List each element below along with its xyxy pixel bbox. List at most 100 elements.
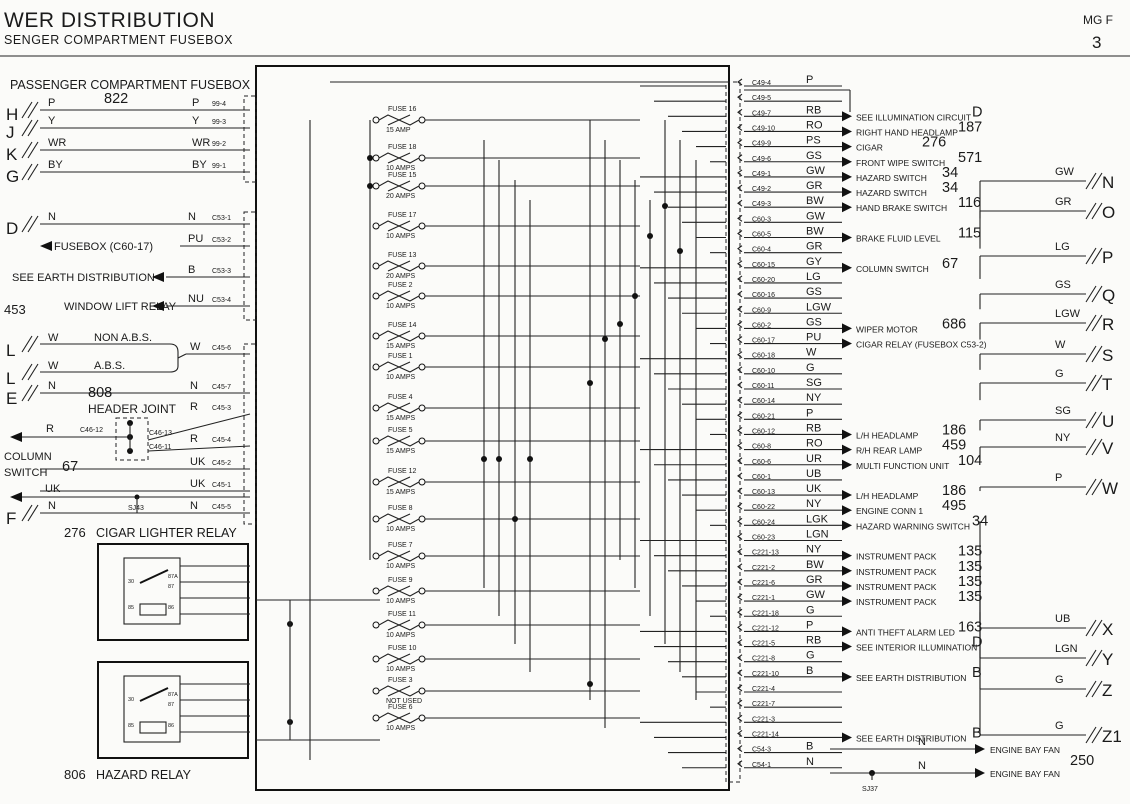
page-subtitle: SENGER COMPARTMENT FUSEBOX [4, 33, 233, 47]
header-joint-pin-2: C46-11 [149, 444, 172, 451]
pin-ref-25: 104 [958, 453, 982, 469]
pin-label-20: C60-11 [752, 383, 775, 390]
left-pin-1: 99-3 [212, 119, 226, 126]
left-color-3: BY [48, 159, 63, 171]
pin-color-10: BW [806, 226, 824, 238]
relay-1-pin-2: 87 [168, 702, 174, 708]
pin-dest-39: SEE EARTH DISTRIBUTION [856, 673, 966, 683]
fuse-10: FUSE 515 AMPS [372, 427, 640, 455]
c53-pin-1: C53-2 [212, 237, 231, 244]
fuse-name-0: FUSE 16 [388, 106, 417, 113]
far-color-11: LGN [1055, 643, 1078, 655]
far-conn-u: SGU [979, 405, 1114, 431]
pin-label-38: C221-8 [752, 656, 775, 663]
pin-dest-5: FRONT WIPE SWITCH [856, 158, 945, 168]
pin-ref-12: 67 [942, 256, 958, 272]
left-color-2: WR [48, 137, 66, 149]
far-color-6: G [1055, 368, 1064, 380]
abs-color-1: W [48, 360, 59, 372]
pin-dest-10: BRAKE FLUID LEVEL [856, 234, 941, 244]
left-conn-3: G [6, 167, 19, 186]
pin-dest-2: SEE ILLUMINATION CIRCUIT [856, 112, 971, 122]
pin-label-14: C60-16 [752, 292, 775, 299]
pin-label-17: C60-17 [752, 338, 775, 345]
c45-color-2: R [190, 401, 198, 413]
left-color-d: N [48, 211, 56, 223]
c53-label-3: WINDOW LIFT RELAY [64, 301, 177, 313]
c53-arrow-3 [152, 301, 164, 311]
pin-label-4: C49-9 [752, 141, 771, 148]
fuse-rating-0: 15 AMP [386, 127, 411, 134]
c45-color-1: N [190, 380, 198, 392]
pin-color-34: GW [806, 589, 826, 601]
fan-splice: SJ37 [862, 786, 878, 793]
far-conn-x: UBX [979, 521, 1113, 639]
pin-label-44: C54-3 [752, 747, 771, 754]
pin-ref-10: 115 [958, 226, 981, 242]
pin-dest-31: INSTRUMENT PACK [856, 552, 937, 562]
pin-ref-33: 135 [958, 574, 982, 590]
fuse-rating-15: 10 AMPS [386, 666, 416, 673]
left-color-e: N [48, 380, 56, 392]
pin-label-0: C49-4 [752, 80, 771, 87]
pin-ref-39: B [972, 665, 982, 681]
far-letter-12: Z [1102, 681, 1112, 700]
left-color-1: Y [48, 115, 56, 127]
header-joint-arrow [10, 432, 22, 442]
pin-label-35: C221-18 [752, 610, 779, 617]
pin-label-3: C49-10 [752, 125, 775, 132]
fuse-name-1: FUSE 18 [388, 144, 417, 151]
fuse-name-4: FUSE 13 [388, 252, 417, 259]
fuse-12: FUSE 810 AMPS [372, 505, 640, 533]
pin-label-33: C221-6 [752, 580, 775, 587]
pin-arrow-10 [842, 232, 852, 243]
pin-arrow-3 [842, 126, 852, 137]
pin-dest-23: L/H HEADLAMP [856, 430, 919, 440]
far-color-9: P [1055, 472, 1062, 484]
pin-label-24: C60-8 [752, 444, 771, 451]
pin-color-37: RB [806, 635, 821, 647]
pin-arrow-34 [842, 596, 852, 607]
pin-color-30: LGN [806, 529, 829, 541]
c45-pin-1: C45-7 [212, 384, 231, 391]
c53-pin-3: C53-4 [212, 297, 231, 304]
pin-ref-3: 187 [958, 119, 982, 135]
pin-color-38: G [806, 650, 815, 662]
column-switch-line1: COLUMN [4, 451, 52, 463]
far-color-7: SG [1055, 405, 1071, 417]
left-color-r-1: Y [192, 115, 200, 127]
pin-label-32: C221-2 [752, 565, 775, 572]
pin-label-37: C221-5 [752, 641, 775, 648]
c45-color-5: UK [190, 478, 206, 490]
pin-dest-28: ENGINE CONN 1 [856, 506, 923, 516]
pin-ref-5: 571 [958, 150, 982, 166]
pin-c221-8: C221-8 G [737, 650, 842, 663]
header-joint-out-pin: C46-12 [80, 427, 103, 434]
pin-label-11: C60-4 [752, 247, 771, 254]
pin-ref-37: D [972, 635, 982, 651]
far-color-10: UB [1055, 613, 1070, 625]
pin-dest-8: HAND BRAKE SWITCH [856, 203, 947, 213]
pin-ref-4: 276 [922, 135, 946, 151]
c45-color-4: UK [190, 456, 206, 468]
fuse-name-6: FUSE 14 [388, 322, 417, 329]
far-letter-9: W [1102, 479, 1118, 498]
c45-color-6: N [190, 500, 198, 512]
left-pin-0: 99-4 [212, 101, 226, 108]
far-conn-z: GZ [979, 581, 1112, 700]
pin-label-15: C60-9 [752, 307, 771, 314]
fan-label-1: ENGINE BAY FAN [990, 769, 1060, 779]
left-conn-2: K [6, 145, 18, 164]
page-title: WER DISTRIBUTION [4, 9, 215, 32]
splice-sj43-label: SJ43 [128, 505, 144, 512]
pin-color-35: G [806, 604, 815, 616]
pin-label-16: C60-2 [752, 322, 771, 329]
